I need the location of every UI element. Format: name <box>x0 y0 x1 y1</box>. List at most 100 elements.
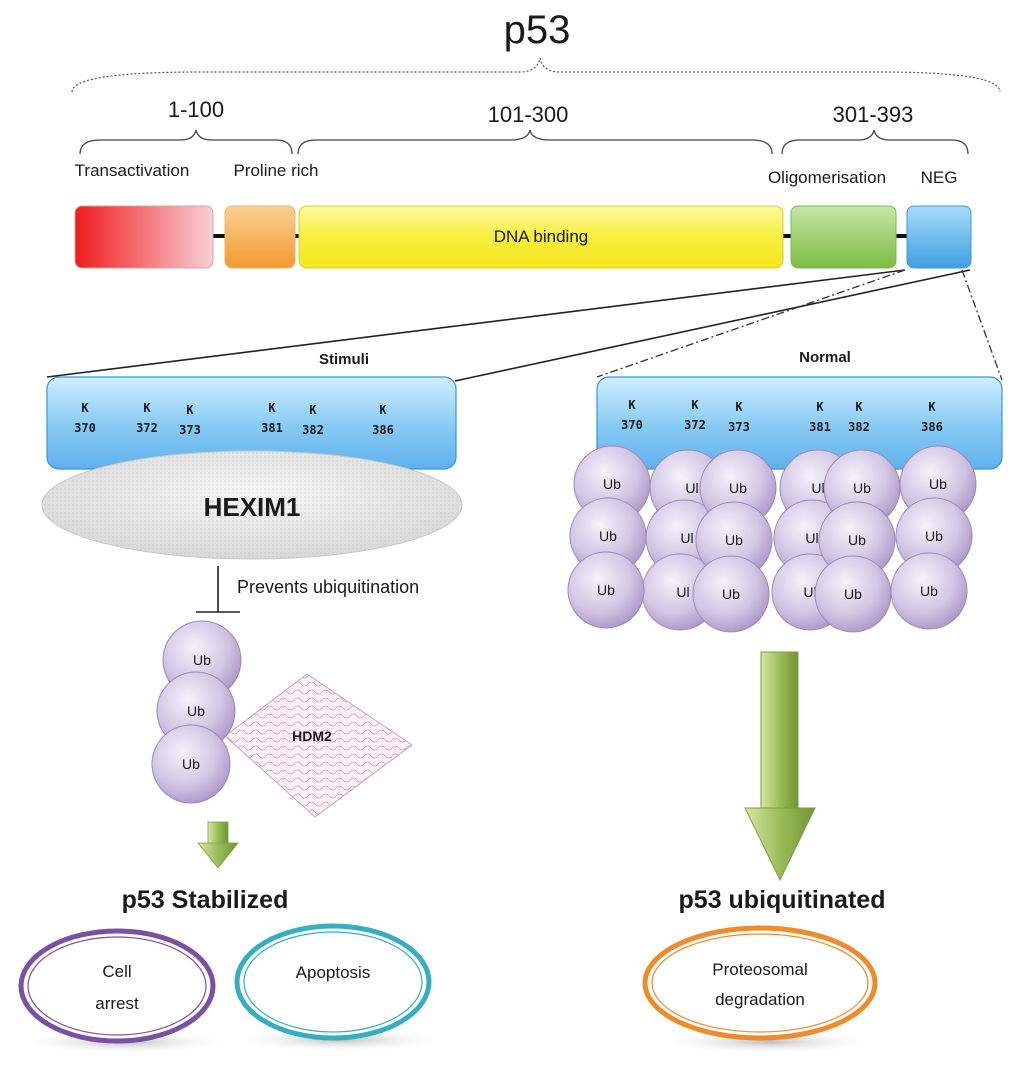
apoptosis-label: Apoptosis <box>296 963 371 982</box>
ub-label: Ub <box>848 532 866 548</box>
ub-label: Ub <box>929 476 947 492</box>
right-ub-grid: Ul Ul Ul Ul Ul Ul Ub Ub Ub Ub Ub Ub Ub U… <box>567 445 977 633</box>
hexim1-label: HEXIM1 <box>204 492 301 522</box>
label-proline-rich: Proline rich <box>233 161 318 180</box>
ub-label: Ub <box>725 532 743 548</box>
ub-label: Ub <box>599 528 617 544</box>
lysine-k: K <box>268 401 276 415</box>
proteosomal-inner-ring <box>651 933 869 1033</box>
lysine-num: 382 <box>848 420 870 434</box>
ub-label: Ub <box>722 586 740 602</box>
lysine-k: K <box>735 400 743 414</box>
apoptosis-ring <box>234 923 432 1041</box>
range-label-3: 301-393 <box>833 102 914 127</box>
cell-arrest-line1: Cell <box>102 962 131 981</box>
lysine-num: 372 <box>136 421 158 435</box>
zoom-line-left-a <box>46 269 906 378</box>
lysine-num: 373 <box>179 423 201 437</box>
lysine-k: K <box>928 400 936 414</box>
stimuli-label: Stimuli <box>319 351 369 368</box>
cell-arrest-line2: arrest <box>95 994 139 1013</box>
range-brace-3 <box>781 129 969 155</box>
neg-domain <box>906 205 972 269</box>
lysine-num: 386 <box>372 423 394 437</box>
label-neg: NEG <box>921 168 958 187</box>
lysine-k: K <box>379 403 387 417</box>
range-brace-1 <box>79 129 293 155</box>
lysine-num: 370 <box>74 421 96 435</box>
lysine-k: K <box>628 398 636 412</box>
lysine-k: K <box>691 398 699 412</box>
cell-arrest-ring <box>18 928 216 1044</box>
ub-partial-label: Ul <box>685 480 698 496</box>
zoom-line-right-b <box>961 269 1003 381</box>
zoom-line-right-a <box>596 269 906 378</box>
range-label-1: 1-100 <box>168 97 224 122</box>
dna-binding-label: DNA binding <box>494 227 589 246</box>
normal-lysines: K 370 K 372 K 373 K 381 K 382 K 386 <box>621 398 943 434</box>
lysine-num: 381 <box>809 420 831 434</box>
hdm2-texture <box>225 674 412 817</box>
ub-circle <box>151 724 231 804</box>
apoptosis-inner-ring <box>243 931 423 1033</box>
dna-binding-domain <box>298 205 784 269</box>
proteosomal-line2: degradation <box>715 990 805 1009</box>
stabilized-arrow <box>197 821 239 869</box>
lysine-num: 382 <box>302 423 324 437</box>
normal-label: Normal <box>799 349 851 366</box>
lysine-num: 373 <box>728 420 750 434</box>
range-brace-2 <box>297 129 773 155</box>
ub-label: Ub <box>182 756 200 772</box>
zoom-line-left-b <box>454 269 971 382</box>
ub-circle <box>890 552 968 630</box>
lysine-k: K <box>309 403 317 417</box>
ub-label: Ub <box>853 480 871 496</box>
lysine-k: K <box>855 400 863 414</box>
page-title: p53 <box>504 8 571 52</box>
lysine-k: K <box>186 403 194 417</box>
lysine-num: 381 <box>261 421 283 435</box>
ub-label: Ub <box>925 528 943 544</box>
p53-stabilized-label: p53 Stabilized <box>122 886 289 914</box>
lysine-num: 386 <box>921 420 943 434</box>
range-label-2: 101-300 <box>488 102 569 127</box>
ub-partial-label: Ul <box>803 584 816 600</box>
ub-circle <box>692 555 770 633</box>
lysine-k: K <box>81 401 89 415</box>
proteosomal-ring <box>642 925 878 1041</box>
transactivation-domain <box>74 205 214 269</box>
shadow <box>656 1030 880 1054</box>
label-transactivation: Transactivation <box>75 161 190 180</box>
label-oligomerisation: Oligomerisation <box>768 168 886 187</box>
proline-rich-domain <box>224 205 296 269</box>
ub-label: Ub <box>597 582 615 598</box>
ub-partial-label: Ul <box>805 530 818 546</box>
ub-partial-label: Ul <box>676 584 689 600</box>
hexim1-texture <box>42 451 462 559</box>
ub-label: Ub <box>729 480 747 496</box>
stimuli-lysines: K 370 K 372 K 373 K 381 K 382 K 386 <box>74 401 394 437</box>
hdm2-label: HDM2 <box>292 728 332 744</box>
ub-partial-label: Ul <box>680 530 693 546</box>
whole-protein-brace <box>71 57 1001 93</box>
p53-ubiquitinated-label: p53 ubiquitinated <box>679 886 886 914</box>
domain-bar: DNA binding <box>74 205 972 269</box>
lysine-k: K <box>816 400 824 414</box>
ub-label: Ub <box>920 583 938 599</box>
ub-label: Ub <box>844 586 862 602</box>
ub-label: Ub <box>193 652 211 668</box>
lysine-num: 370 <box>621 418 643 432</box>
oligomerisation-domain <box>790 205 897 269</box>
proteosomal-line1: Proteosomal <box>712 960 807 979</box>
degradation-arrow <box>744 651 816 882</box>
ub-label: Ub <box>603 476 621 492</box>
ub-label: Ub <box>187 703 205 719</box>
cell-arrest-inner-ring <box>27 936 207 1036</box>
left-ub-chain: Ub Ub Ub <box>151 620 242 804</box>
lysine-num: 372 <box>684 418 706 432</box>
prevents-ubiquitination-label: Prevents ubiquitination <box>237 577 419 597</box>
ub-circle <box>567 551 645 629</box>
ub-partial-label: Ul <box>811 480 824 496</box>
lysine-k: K <box>143 401 151 415</box>
